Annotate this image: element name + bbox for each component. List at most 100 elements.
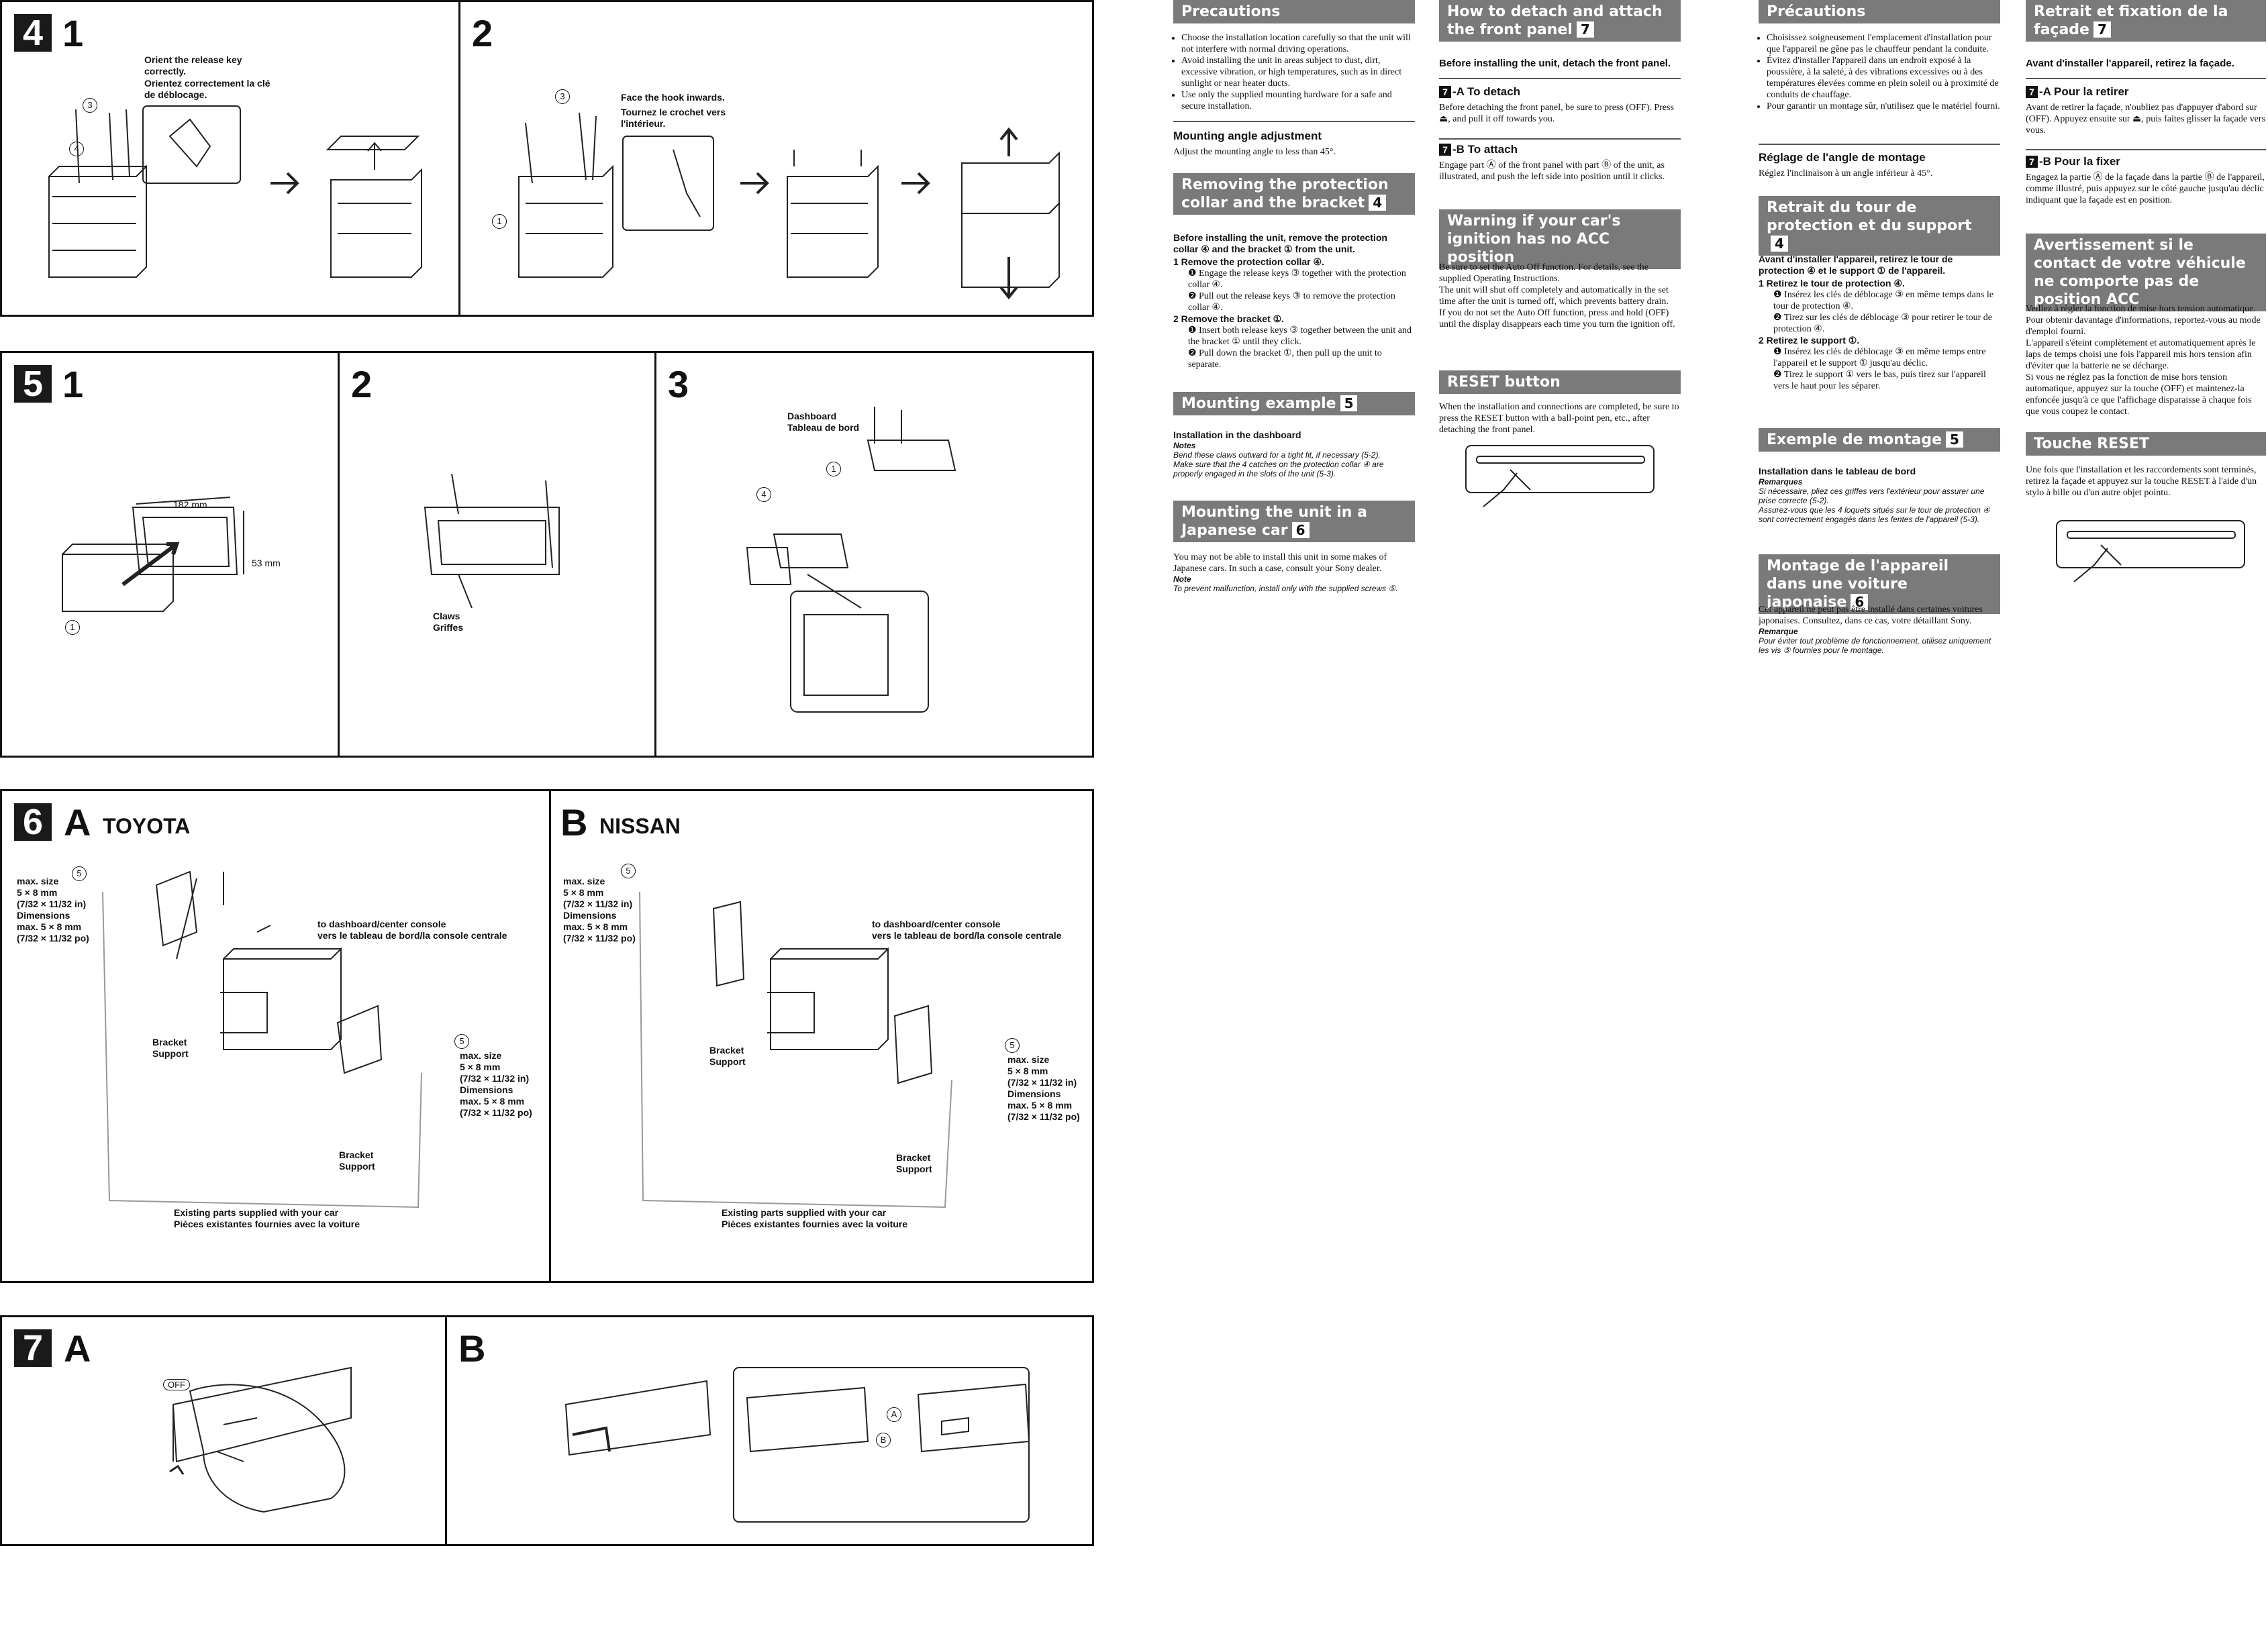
fr-japanese-note-label: Remarque [1759,627,1798,636]
bracket-label-b1: Bracket Support [709,1045,746,1067]
orient-label-fr: Orientez correctement la clé de déblocag… [144,78,270,100]
warning-header: Warning if your car's ignition has no AC… [1439,209,1681,269]
precaution-item: Use only the supplied mounting hardware … [1181,89,1415,112]
fr-reset-illustration [2056,520,2245,582]
ref-box: 7 [2026,86,2038,98]
part-4-callout: 4 [69,142,84,156]
rule [1759,144,2000,145]
nissan-label: NISSAN [599,814,681,838]
dim-height-label: 53 mm [252,558,281,568]
detach-title: How to detach and attach the front panel [1447,3,1663,38]
fr-warning-body: Veillez à régler la fonction de mise hor… [2026,304,2261,417]
section-5-step-1: 1 [62,363,84,405]
mounting-ref: 5 [1340,395,1358,411]
fr-angle-body: Réglez l'inclinaison à un angle inférieu… [1759,168,1933,178]
section-6-number: 6 [14,803,52,841]
fr-mounting-subtitle: Installation dans le tableau de bord [1759,466,1916,476]
size-note-a: max. size 5 × 8 mm (7/32 × 11/32 in) Dim… [17,876,89,943]
precaution-item: Avoid installing the unit in areas subje… [1181,55,1415,89]
detach-header: How to detach and attach the front panel… [1439,0,1681,42]
section-4-step-1: 1 [62,12,84,54]
fr-angle-title: Réglage de l'angle de montage [1759,151,1926,164]
fr-mounting-note: Assurez-vous que les 4 loquets situés su… [1759,505,1990,524]
toyota-label: TOYOTA [103,814,191,838]
angle-body: Adjust the mounting angle to less than 4… [1173,147,1336,157]
fr-removing-step-2: 2 Retirez le support ①. [1759,335,1860,346]
fr-precaution-item: Pour garantir un montage sûr, n'utilisez… [1767,101,2000,112]
reset-title: RESET button [1447,374,1561,391]
bracket-label-a2: Bracket Support [339,1150,375,1172]
reset-body: When the installation and connections ar… [1439,402,1679,435]
section-6-panel: 6 A TOYOTA B NISSAN 5 max. size 5 × 8 mm… [0,789,1094,1283]
to-console-a: to dashboard/center console vers le tabl… [317,919,507,941]
dashboard-label: Dashboard Tableau de bord [787,411,860,433]
rule [1173,121,1415,122]
screw-5-callout-b2: 5 [1005,1038,1020,1053]
warning-body: Be sure to set the Auto Off function. Fo… [1439,262,1675,329]
precautions-title: Precautions [1181,3,1281,20]
nissan-letter: B [560,801,588,844]
part-1-callout: 1 [492,214,507,229]
mounting-note: Bend these claws outward for a tight fit… [1173,450,1381,460]
japanese-body: You may not be able to install this unit… [1173,552,1415,593]
bracket-label-b2: Bracket Support [896,1152,932,1174]
fr-precautions-list: Choisissez soigneusement l'emplacement d… [1759,32,2000,112]
part-a-callout: A [887,1407,901,1422]
fr-removing-intro: Avant d'installer l'appareil, retirez le… [1759,254,1953,276]
section-5-panel: 5 1 2 3 182 mm 53 mm Claws Griffes Dashb… [0,351,1094,758]
detach-a-label: -A To detach [1452,85,1521,98]
part-b-callout: B [876,1433,891,1447]
fr-removing-body: Avant d'installer l'appareil, retirez le… [1759,254,2000,392]
fr-removing-ref: 4 [1771,236,1788,252]
section-7-panel: 7 A B OFF A B [0,1315,1094,1546]
part-3-callout-2: 3 [555,89,570,104]
fr-reset-body: Une fois que l'installation et les racco… [2026,465,2257,498]
size-note-b2: max. size 5 × 8 mm (7/32 × 11/32 in) Dim… [1007,1054,1080,1122]
rule [2026,149,2266,150]
screw-5-callout-a: 5 [72,866,87,881]
fr-mounting-body: Installation dans le tableau de bord Rem… [1759,466,2000,524]
fr-removing-step-2b: ❷ Tirez le support ① vers le bas, puis t… [1773,370,1986,391]
removing-ref: 4 [1369,195,1387,211]
ref-box: 7 [1439,86,1451,98]
section-7-divider [445,1317,447,1544]
size-note-a2: max. size 5 × 8 mm (7/32 × 11/32 in) Dim… [460,1050,532,1118]
ref-box: 7 [2026,156,2038,168]
section-5-number: 5 [14,365,52,403]
orient-label-en: Orient the release key correctly. [144,54,242,76]
removing-step-2a: ❶ Insert both release keys ③ together be… [1188,325,1412,347]
fr-facade-a-label: -A Pour la retirer [2039,85,2129,98]
fr-mounting-ref: 5 [1946,431,1963,448]
section-4-divider [458,2,460,315]
fr-warning-title: Avertissement si le contact de votre véh… [2034,237,2246,308]
fr-japanese-body: Cet appareil ne peut pas être installé d… [1759,604,2000,655]
mounting-title: Mounting example [1181,395,1336,412]
section-7-number: 7 [14,1329,52,1367]
removing-step-1: 1 Remove the protection collar ④. [1173,256,1324,267]
fr-removing-header: Retrait du tour de protection et du supp… [1759,196,2000,256]
section-4-panel: 4 1 2 Orient the release key correctly. … [0,0,1094,317]
section-6-divider [549,791,551,1281]
section-5-step-2: 2 [351,363,373,405]
removing-step-1b: ❷ Pull out the release keys ③ to remove … [1188,291,1395,313]
screw-5-callout-b: 5 [621,864,636,878]
mounting-note: Make sure that the 4 catches on the prot… [1173,460,1384,478]
fr-japanese-text: Cet appareil ne peut pas être installé d… [1759,605,1983,626]
section-4-number: 4 [14,14,52,52]
mounting-subtitle: Installation in the dashboard [1173,429,1301,440]
section-7-step-b: B [458,1327,486,1370]
hook-label-fr: Tournez le crochet vers l'intérieur. [621,107,726,129]
to-console-b: to dashboard/center console vers le tabl… [872,919,1062,941]
detach-ref: 7 [1576,21,1594,38]
toyota-letter: A [64,801,91,844]
detach-a-title: 7-A To detach [1439,85,1520,99]
section-4-illustration [48,105,1060,300]
fr-japanese-header: Montage de l'appareil dans une voiture j… [1759,554,2000,614]
part-4-callout-5: 4 [756,487,771,502]
section-7-illustration [169,1366,1030,1523]
part-1-callout-5: 1 [65,620,80,635]
mounting-notes-label: Notes [1173,441,1196,450]
